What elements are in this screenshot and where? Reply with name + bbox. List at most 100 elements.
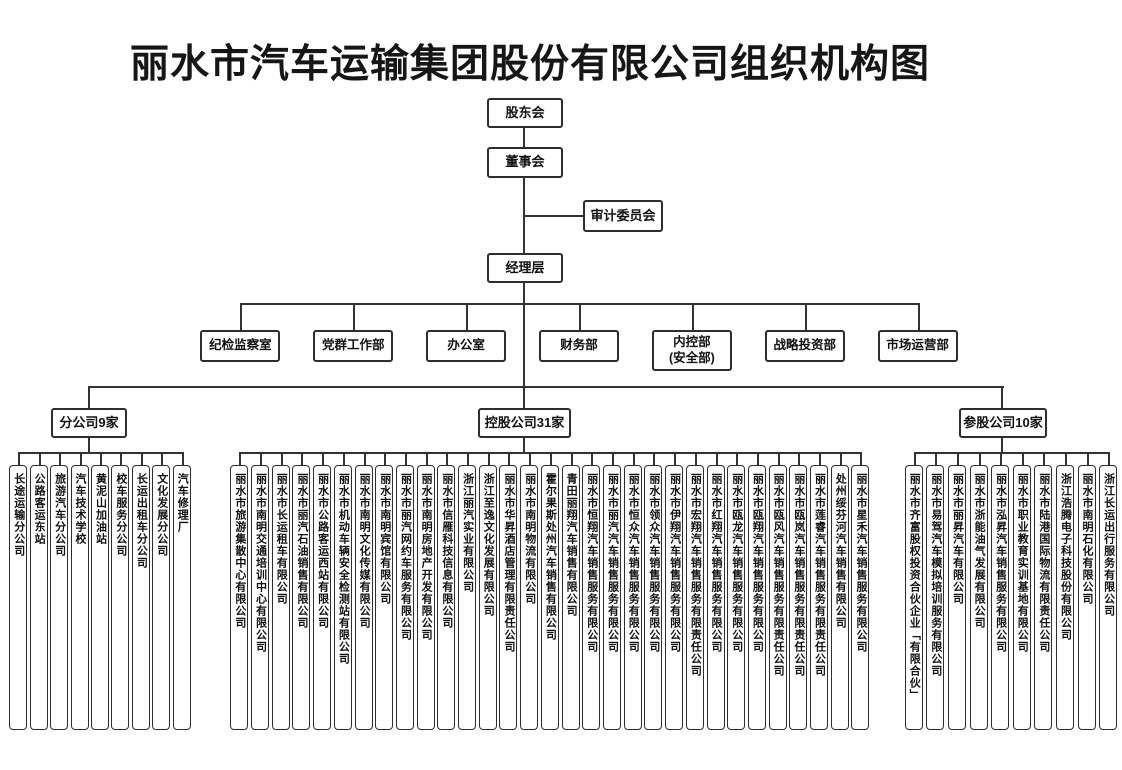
company-column: 黄泥山加油站: [89, 452, 111, 730]
company-column: 丽水市公路客运西站有限公司: [311, 452, 333, 730]
company-box: 处州绥芬河汽车销售有限公司: [830, 465, 849, 730]
company-box: 丽水市红翔汽车销售服务有限公司: [706, 465, 725, 730]
company-column: 丽水市瓯风汽车销售服务有限责任公司: [767, 452, 788, 730]
company-box: 丽水市伊翔汽车销售服务有限公司: [665, 465, 684, 730]
company-box: 丽水市南明文化传媒有限公司: [354, 465, 373, 730]
company-box: 浙江丽汽实业有限公司: [458, 465, 477, 730]
company-box: 丽水市南明交通培训中心有限公司: [251, 465, 270, 730]
company-box: 丽水市宏翔汽车销售服务有限责任公司: [685, 465, 704, 730]
company-column: 丽水市浙能油气发展有限公司: [967, 452, 990, 730]
company-column: 丽水市南明物流有限公司: [518, 452, 540, 730]
company-column: 公路客运东站: [28, 452, 50, 730]
department-column: 内控部 (安全部): [635, 303, 749, 372]
company-column: 霍尔果斯处州汽车销售有限公司: [539, 452, 561, 730]
department-box: 市场运营部: [877, 330, 958, 362]
company-column: 丽水市泓昇汽车销售服务有限公司: [989, 452, 1011, 730]
department-column: 办公室: [409, 303, 523, 362]
connector-line: [88, 438, 90, 453]
connector-line: [523, 283, 525, 386]
node-management-layer: 经理层: [487, 253, 563, 283]
company-box: 汽车技术学校: [70, 465, 89, 730]
group-header-holding-companies: 控股公司31家: [478, 408, 571, 438]
department-column: 市场运营部: [861, 303, 974, 362]
company-column: 汽车技术学校: [69, 452, 91, 730]
company-box: 丽水市南明物流有限公司: [520, 465, 539, 730]
company-box: 霍尔果斯处州汽车销售有限公司: [540, 465, 559, 730]
department-row: 纪检监察室党群工作部办公室财务部内控部 (安全部) 战略投资部市场运营部: [184, 303, 974, 372]
department-column: 党群工作部: [296, 303, 410, 362]
company-box: 丽水市长运租车有限公司: [271, 465, 290, 730]
department-box: 内控部 (安全部): [651, 330, 732, 372]
company-box: 丽水市瓯龙汽车销售服务有限公司: [727, 465, 746, 730]
company-column: 丽水市恒众汽车销售服务有限公司: [622, 452, 643, 730]
company-column: 处州绥芬河汽车销售有限公司: [829, 452, 850, 730]
department-box: 办公室: [426, 330, 507, 362]
company-box: 丽水市旅游集散中心有限公司: [230, 465, 249, 730]
company-box: 青田丽翔汽车销售有限公司: [561, 465, 580, 730]
company-box: 丽水市莲睿汽车销售服务有限责任公司: [810, 465, 829, 730]
company-box: 丽水市浙能油气发展有限公司: [969, 465, 988, 730]
page-title: 丽水市汽车运输集团股份有限公司组织机构图: [129, 43, 930, 86]
group-header-equity-companies: 参股公司10家: [959, 408, 1047, 438]
company-box: 丽水市恒翔汽车销售服务有限公司: [582, 465, 601, 730]
company-column: 文化发展分公司: [151, 452, 172, 730]
company-column: 校车服务分公司: [110, 452, 132, 730]
company-box: 丽水市恒众汽车销售服务有限公司: [623, 465, 642, 730]
company-column: 旅游汽车分公司: [48, 452, 70, 730]
company-box: 丽水市瓯岚汽车销售服务有限责任公司: [789, 465, 808, 730]
company-column: 丽水市职业教育实训基地有限公司: [1010, 452, 1033, 730]
company-column: 丽水市莲睿汽车销售服务有限责任公司: [808, 452, 830, 730]
connector-line: [88, 386, 90, 408]
company-box: 浙江长运出行服务有限公司: [1099, 465, 1118, 730]
company-box: 丽水市泓昇汽车销售服务有限公司: [991, 465, 1010, 730]
company-box: 黄泥山加油站: [90, 465, 109, 730]
department-column: 纪检监察室: [184, 303, 297, 362]
company-column: 丽水市信雁科技信息有限公司: [436, 452, 457, 730]
company-box: 丽水市南明石化有限公司: [1077, 465, 1096, 730]
company-box: 丽水市公路客运西站有限公司: [313, 465, 332, 730]
company-box: 丽水市瓯风汽车销售服务有限责任公司: [768, 465, 787, 730]
company-column: 丽水市瓯岚汽车销售服务有限责任公司: [787, 452, 809, 730]
company-box: 浙江至逸文化发展有限公司: [478, 465, 497, 730]
company-column: 丽水市丽汽汽车销售服务有限公司: [601, 452, 623, 730]
company-column: 丽水市领众汽车销售服务有限公司: [643, 452, 664, 730]
company-box: 旅游汽车分公司: [50, 465, 69, 730]
company-column: 丽水市齐富股权投资合伙企业「有限合伙」: [903, 452, 925, 730]
company-box: 丽水市丽昇汽车有限公司: [947, 465, 966, 730]
connector-line: [523, 128, 525, 147]
company-box: 丽水市瓯翔汽车销售服务有限公司: [747, 465, 766, 730]
company-box: 丽水市易驾汽车模拟培训服务有限公司: [926, 465, 945, 730]
company-column: 丽水市旅游集散中心有限公司: [229, 452, 250, 730]
connector-line: [524, 215, 584, 217]
company-box: 长运出租车分公司: [131, 465, 150, 730]
department-box: 财务部: [539, 330, 619, 362]
company-column: 丽水市丽昇汽车有限公司: [946, 452, 968, 730]
company-column: 长途运输分公司: [8, 452, 29, 730]
company-column: 浙江浩腾电子科技股份有限公司: [1054, 452, 1076, 730]
node-audit-committee: 审计委员会: [583, 200, 663, 232]
company-column: 丽水市南明房地产开发有限公司: [415, 452, 436, 730]
company-box: 丽水市丽汽石油销售有限公司: [292, 465, 311, 730]
company-box: 丽水市华昇酒店管理有限责任公司: [499, 465, 518, 730]
department-box: 战略投资部: [764, 330, 845, 362]
holding-companies-list: 丽水市旅游集散中心有限公司丽水市南明交通培训中心有限公司丽水市长运租车有限公司丽…: [229, 452, 871, 730]
company-box: 文化发展分公司: [152, 465, 171, 730]
company-box: 丽水市职业教育实训基地有限公司: [1012, 465, 1031, 730]
node-shareholders-meeting: 股东会: [487, 98, 563, 128]
company-column: 丽水市南明石化有限公司: [1075, 452, 1098, 730]
company-column: 浙江长运出行服务有限公司: [1097, 452, 1119, 730]
company-box: 丽水市信雁科技信息有限公司: [437, 465, 456, 730]
company-box: 长途运输分公司: [9, 465, 28, 730]
company-column: 汽车修理厂: [171, 452, 192, 730]
connector-line: [89, 386, 1004, 388]
connector-line: [523, 386, 525, 408]
company-column: 丽水市恒翔汽车销售服务有限公司: [580, 452, 602, 730]
company-column: 丽水市华昇酒店管理有限责任公司: [498, 452, 519, 730]
connector-line: [1001, 438, 1003, 453]
company-box: 公路客运东站: [29, 465, 48, 730]
branch-companies-list: 长途运输分公司公路客运东站旅游汽车分公司汽车技术学校黄泥山加油站校车服务分公司长…: [8, 452, 192, 730]
connector-line: [523, 438, 525, 453]
department-column: 战略投资部: [748, 303, 862, 362]
company-box: 汽车修理厂: [172, 465, 191, 730]
department-box: 党群工作部: [313, 330, 394, 362]
